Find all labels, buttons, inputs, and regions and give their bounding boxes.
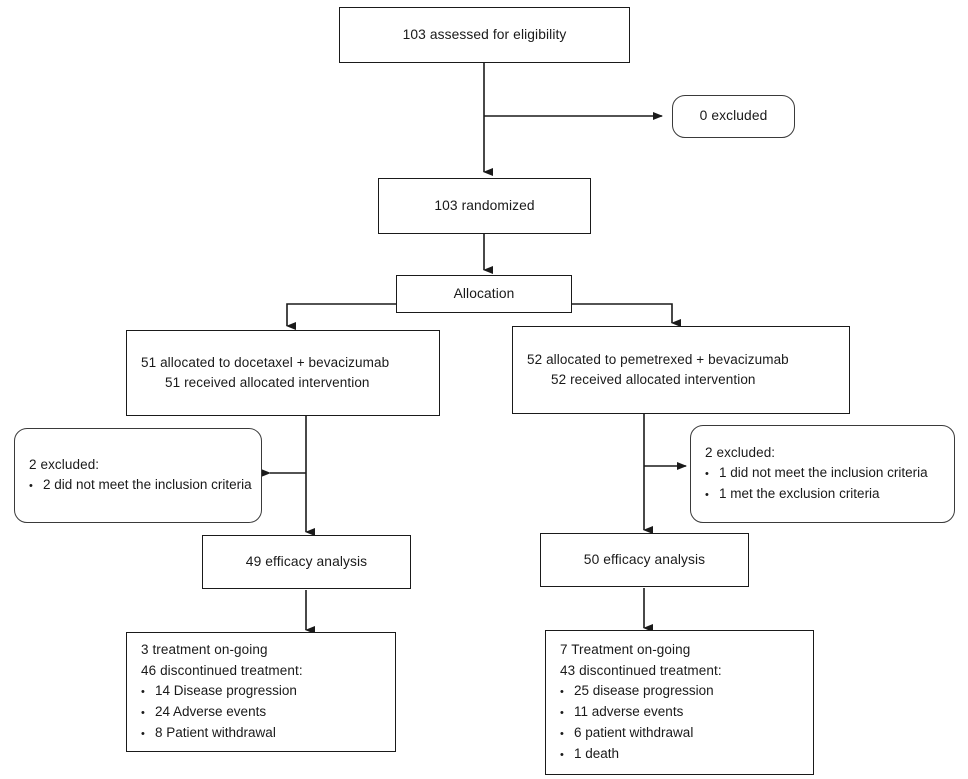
node-outcome-left-bullet-1: • 24 Adverse events — [127, 702, 395, 723]
node-randomized[interactable]: 103 randomized — [378, 178, 591, 234]
node-excluded-right-heading: 2 excluded: — [705, 444, 776, 460]
bullet-icon: • — [560, 685, 564, 698]
node-excluded-left-bullet-0-text: 2 did not meet the inclusion criteria — [43, 477, 252, 493]
node-efficacy-right[interactable]: 50 efficacy analysis — [540, 533, 749, 587]
node-allocated-left-line2: 51 received allocated intervention — [165, 375, 370, 390]
node-allocated-left[interactable]: 51 allocated to docetaxel + bevacizumab … — [126, 330, 440, 416]
node-outcome-left-bullet-2: • 8 Patient withdrawal — [127, 723, 395, 744]
node-allocation-label: Allocation — [453, 285, 515, 301]
node-allocated-left-line1: 51 allocated to docetaxel + bevacizumab — [141, 354, 390, 370]
bullet-icon: • — [560, 748, 564, 761]
node-efficacy-left-label: 49 efficacy analysis — [245, 553, 368, 569]
bullet-icon: • — [141, 706, 145, 719]
node-outcome-right-bullet-2-text: 6 patient withdrawal — [574, 724, 694, 740]
bullet-icon: • — [29, 480, 33, 493]
bullet-icon: • — [560, 727, 564, 740]
node-allocated-right[interactable]: 52 allocated to pemetrexed + bevacizumab… — [512, 326, 850, 414]
node-outcome-left-bullet-2-text: 8 Patient withdrawal — [155, 724, 276, 740]
node-excluded-top[interactable]: 0 excluded — [672, 95, 795, 138]
node-excluded-right-bullet-0-text: 1 did not meet the inclusion criteria — [719, 465, 928, 481]
node-assessed-label: 103 assessed for eligibility — [402, 26, 567, 42]
bullet-icon: • — [705, 489, 709, 502]
node-outcome-right[interactable]: 7 Treatment on-going 43 discontinued tre… — [545, 630, 814, 775]
node-outcome-left-line2: 46 discontinued treatment: — [141, 662, 303, 678]
edge-allocation-to-right-arm — [571, 303, 681, 327]
node-outcome-right-bullet-1: • 11 adverse events — [546, 702, 813, 723]
node-outcome-right-bullet-3: • 1 death — [546, 744, 813, 765]
node-excluded-left-heading: 2 excluded: — [29, 456, 100, 472]
node-outcome-right-bullet-0-text: 25 disease progression — [574, 682, 714, 698]
node-excluded-top-label: 0 excluded — [699, 108, 768, 124]
node-outcome-right-bullet-2: • 6 patient withdrawal — [546, 723, 813, 744]
node-excluded-right[interactable]: 2 excluded: • 1 did not meet the inclusi… — [690, 425, 955, 523]
node-allocation[interactable]: Allocation — [396, 275, 572, 313]
node-allocated-right-line2: 52 received allocated intervention — [551, 372, 756, 387]
bullet-icon: • — [560, 706, 564, 719]
node-excluded-right-bullet-1-text: 1 met the exclusion criteria — [719, 486, 880, 502]
node-outcome-right-line2: 43 discontinued treatment: — [560, 662, 722, 678]
node-outcome-left-bullet-0-text: 14 Disease progression — [155, 682, 297, 698]
node-efficacy-right-label: 50 efficacy analysis — [583, 551, 706, 567]
bullet-icon: • — [705, 468, 709, 481]
node-outcome-left-line1: 3 treatment on-going — [141, 642, 268, 658]
node-excluded-right-bullet-1: • 1 met the exclusion criteria — [691, 484, 954, 505]
bullet-icon: • — [141, 685, 145, 698]
node-outcome-right-bullet-3-text: 1 death — [574, 745, 620, 761]
node-excluded-right-bullet-0: • 1 did not meet the inclusion criteria — [691, 463, 954, 484]
node-outcome-left-bullet-0: • 14 Disease progression — [127, 681, 395, 702]
node-allocated-right-line1: 52 allocated to pemetrexed + bevacizumab — [527, 351, 789, 367]
node-excluded-left[interactable]: 2 excluded: • 2 did not meet the inclusi… — [14, 428, 262, 523]
node-outcome-right-bullet-0: • 25 disease progression — [546, 681, 813, 702]
node-outcome-left[interactable]: 3 treatment on-going 46 discontinued tre… — [126, 632, 396, 752]
edge-allocation-to-left-arm — [286, 303, 396, 330]
node-outcome-right-bullet-1-text: 11 adverse events — [574, 703, 684, 719]
node-assessed-for-eligibility[interactable]: 103 assessed for eligibility — [339, 7, 630, 63]
node-randomized-label: 103 randomized — [434, 197, 535, 213]
node-outcome-right-line1: 7 Treatment on-going — [560, 642, 691, 658]
node-excluded-left-bullet-0: • 2 did not meet the inclusion criteria — [15, 475, 261, 496]
bullet-icon: • — [141, 727, 145, 740]
node-efficacy-left[interactable]: 49 efficacy analysis — [202, 535, 411, 589]
node-outcome-left-bullet-1-text: 24 Adverse events — [155, 703, 267, 719]
